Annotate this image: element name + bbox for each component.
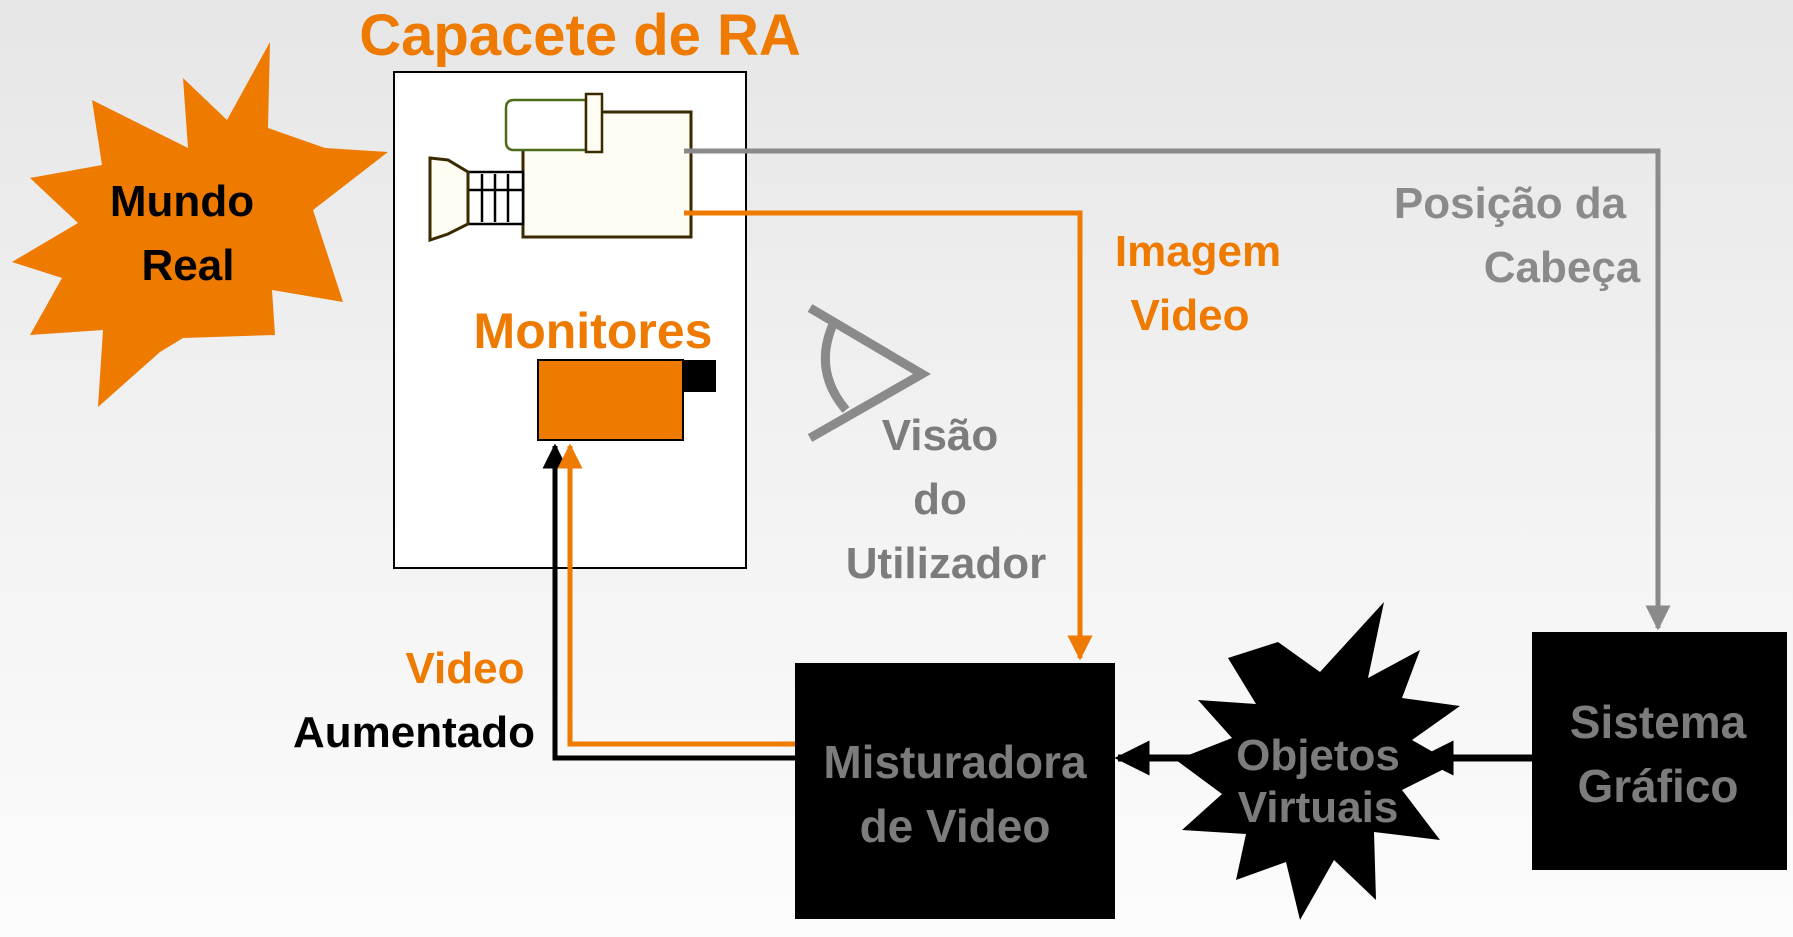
virtual-objects-line2: Virtuais: [1238, 783, 1399, 832]
user-view-line2: do: [913, 475, 967, 524]
augmented-video-black-connector: [542, 443, 795, 761]
video-mixer-line2: de Video: [860, 800, 1051, 852]
augmented-video-orange-connector: [557, 443, 795, 747]
head-position-line2: Cabeça: [1484, 243, 1641, 292]
video-mixer-box: [795, 663, 1115, 919]
video-mixer-line1: Misturadora: [823, 736, 1087, 788]
video-image-line1: Imagem: [1115, 227, 1281, 276]
real-world-starburst: [12, 42, 388, 407]
graphics-system-line2: Gráfico: [1577, 760, 1738, 812]
head-position-line1: Posição da: [1394, 179, 1627, 228]
user-view-line1: Visão: [882, 411, 999, 460]
monitor-icon: [537, 359, 684, 441]
virtual-objects-line1: Objetos: [1236, 731, 1400, 780]
virtual-objects-starburst: [1176, 602, 1460, 920]
video-camera-icon: [428, 92, 693, 243]
real-world-label-line1: Mundo: [110, 177, 254, 226]
real-world-label-line2: Real: [142, 241, 235, 290]
head-position-connector: [684, 148, 1671, 631]
monitor-icon-back: [680, 360, 716, 392]
headset-title: Capacete de RA: [359, 3, 801, 68]
augmented-video-line1: Video: [405, 644, 524, 693]
augmented-video-line2: Aumentado: [293, 708, 535, 757]
graphics-system-box: [1532, 632, 1787, 870]
video-image-connector: [684, 210, 1093, 661]
video-image-line2: Video: [1130, 291, 1249, 340]
user-view-line3: Utilizador: [846, 539, 1046, 588]
graphics-system-line1: Sistema: [1570, 696, 1747, 748]
eye-icon: [807, 304, 931, 442]
monitors-label: Monitores: [474, 303, 713, 359]
